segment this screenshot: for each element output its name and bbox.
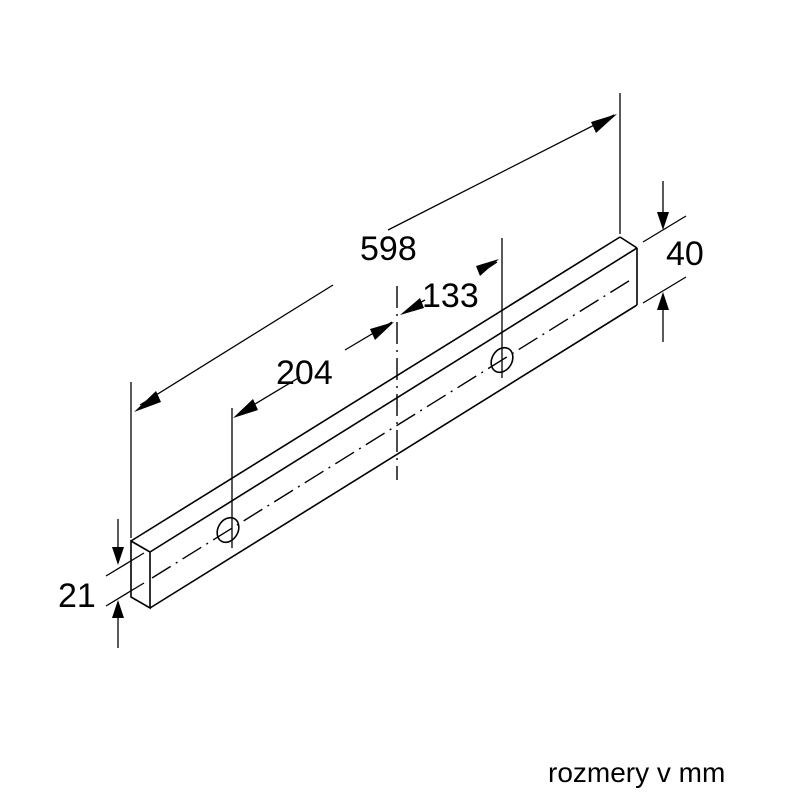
dimension-598: 598 xyxy=(134,114,617,412)
bar-body xyxy=(130,236,638,610)
dimension-40: 40 xyxy=(642,181,704,342)
dimension-133: 133 xyxy=(400,259,499,315)
dimension-label-204: 204 xyxy=(276,354,333,392)
dimension-label-598: 598 xyxy=(360,230,417,268)
dimension-label-40: 40 xyxy=(666,235,704,273)
dimension-204: 204 xyxy=(233,321,394,418)
dimension-label-133: 133 xyxy=(422,277,479,315)
dimension-label-21: 21 xyxy=(58,577,96,615)
unit-label: rozmery v mm xyxy=(548,757,726,788)
mounting-hole-right xyxy=(490,346,514,374)
dimension-21: 21 xyxy=(58,519,145,648)
mounting-hole-left xyxy=(216,516,240,544)
